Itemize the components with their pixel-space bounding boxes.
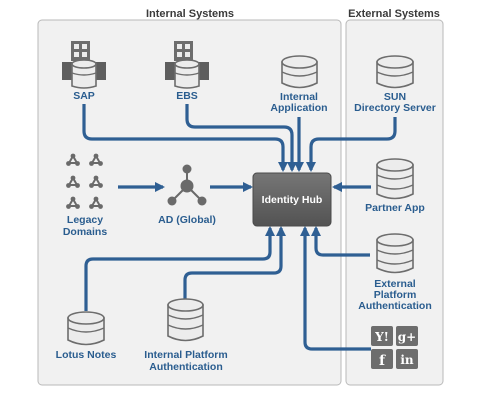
connector-ebs: [185, 104, 298, 173]
sap-label: SAP: [73, 90, 95, 102]
external-systems-title: External Systems: [348, 8, 440, 20]
sun-directory-database-icon: [376, 55, 414, 89]
internal-app-label-line1: Internal: [280, 91, 318, 103]
legacy-label-line2: Domains: [63, 226, 108, 238]
int-platform-label-line1: Internal Platform: [144, 349, 227, 361]
identity-hub: Identity Hub: [252, 172, 332, 227]
google-plus-icon: g+: [396, 326, 418, 346]
sun-label-line1: SUN: [384, 91, 406, 103]
legacy-domains-network-nodes-icon: [66, 153, 103, 209]
yahoo-icon-glyph: Y!: [374, 330, 389, 344]
connector-social: [299, 225, 371, 351]
identity-hub-label: Identity Hub: [262, 194, 323, 206]
connector-ext-platform: [310, 225, 370, 257]
connector-int-platform: [183, 225, 287, 303]
ebs-server-building-icon: [165, 41, 209, 89]
ebs-label: EBS: [176, 90, 198, 102]
linkedin-icon-glyph: in: [400, 353, 414, 367]
connectors: [82, 104, 397, 351]
partner-app-database-icon: [376, 158, 414, 200]
ext-platform-label-line1: External: [374, 278, 416, 290]
connector-sun: [305, 117, 397, 173]
sun-label-line2: Directory Server: [354, 102, 436, 114]
external-platform-database-icon: [376, 233, 414, 274]
ext-platform-label-line3: Authentication: [358, 300, 432, 312]
int-platform-label-line2: Authentication: [149, 361, 223, 373]
linkedin-icon: in: [396, 349, 418, 369]
ad-label: AD (Global): [158, 214, 216, 226]
internal-systems-title: Internal Systems: [146, 8, 234, 20]
facebook-icon: f: [371, 349, 393, 369]
social-logins-icons: Y! g+ f in: [371, 326, 418, 369]
google-plus-icon-glyph: g+: [398, 330, 416, 344]
legacy-label-line1: Legacy: [67, 214, 103, 226]
internal-app-label-line2: Application: [270, 102, 327, 114]
yahoo-icon: Y!: [371, 326, 393, 346]
internal-platform-database-icon: [167, 298, 204, 342]
connector-sap: [82, 104, 289, 173]
ext-platform-label-line2: Platform: [374, 289, 417, 301]
internal-systems-panel: [37, 19, 342, 386]
facebook-icon-glyph: f: [379, 353, 386, 369]
connector-lotus: [84, 225, 276, 311]
external-systems-panel: [345, 19, 444, 386]
lotus-notes-database-icon: [67, 311, 105, 346]
internal-application-database-icon: [281, 55, 318, 89]
ad-global-network-node-icon: [167, 164, 207, 206]
sap-server-building-icon: [62, 41, 106, 89]
partner-app-label: Partner App: [365, 202, 425, 214]
lotus-notes-label: Lotus Notes: [56, 349, 117, 361]
